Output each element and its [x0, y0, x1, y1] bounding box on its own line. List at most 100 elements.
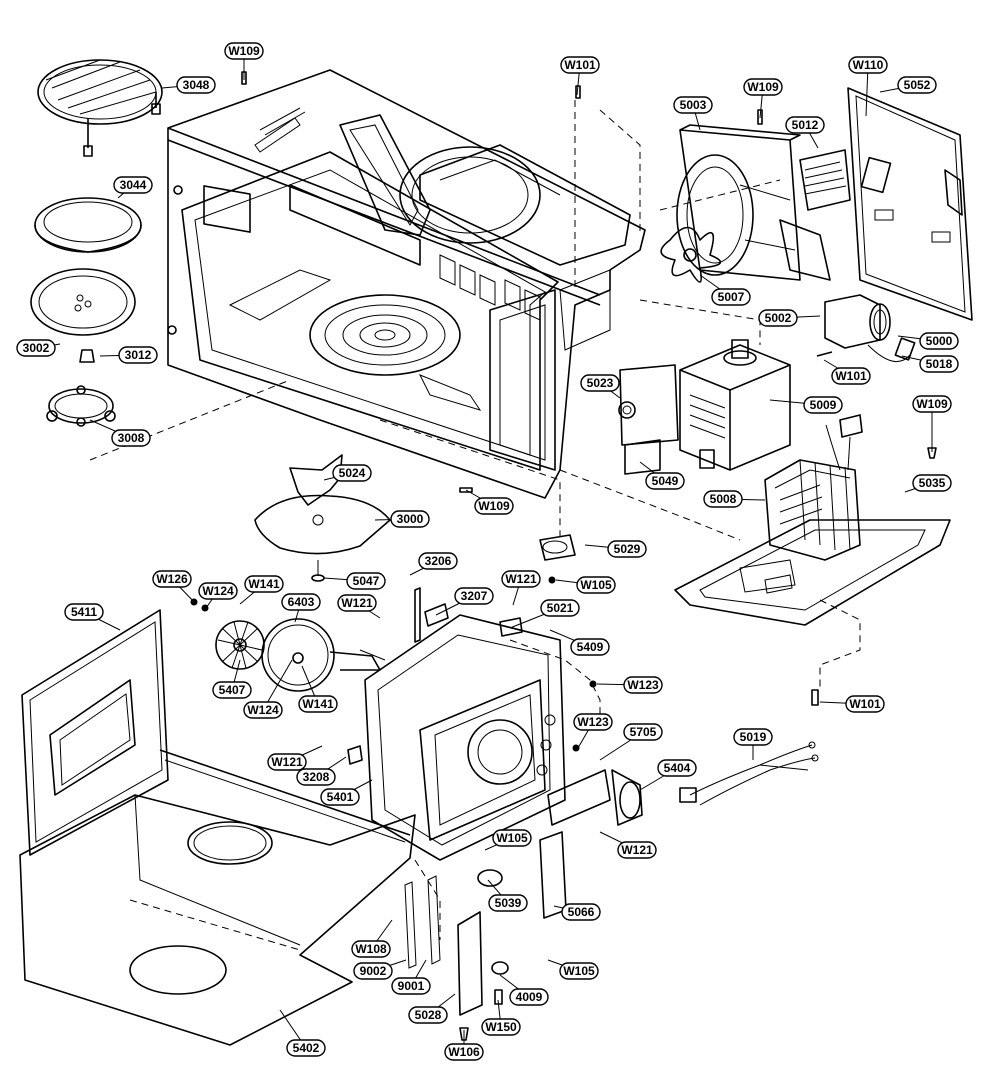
callout-w123: W123 — [573, 713, 613, 731]
callout-text: 5024 — [339, 466, 366, 480]
callout-bubble — [224, 42, 264, 60]
callout-bubble — [897, 76, 937, 94]
callout-text: 5029 — [614, 542, 641, 556]
callout-5066: 5066 — [561, 903, 601, 921]
callout-text: 5401 — [327, 790, 354, 804]
callout-bubble — [559, 962, 599, 980]
callout-text: W126 — [156, 572, 188, 586]
rack-part — [37, 59, 163, 157]
callout-text: 3206 — [425, 554, 452, 568]
callout-text: 5000 — [926, 334, 953, 348]
callout-6403: 6403 — [281, 593, 321, 611]
screws — [190, 71, 937, 1041]
callout-bubble — [561, 903, 601, 921]
callout-bubble — [64, 603, 104, 621]
callout-bubble — [703, 490, 743, 508]
callout-5052: 5052 — [897, 76, 937, 94]
callout-w150: W150 — [481, 1018, 521, 1036]
callout-text: 5705 — [630, 725, 657, 739]
callout-text: 3012 — [125, 348, 152, 362]
callout-5012: 5012 — [785, 116, 825, 134]
callout-bubble — [351, 940, 391, 958]
callout-text: 5003 — [680, 98, 707, 112]
callout-5021: 5021 — [540, 599, 580, 617]
callout-5000: 5000 — [919, 332, 959, 350]
callout-bubble — [617, 841, 657, 859]
callout-text: W109 — [916, 397, 948, 411]
callout-bubble — [570, 638, 610, 656]
assembly-lines — [89, 100, 861, 951]
callout-text: W101 — [564, 58, 596, 72]
callout-text: 5066 — [568, 905, 595, 919]
callout-w109: W109 — [224, 42, 264, 60]
callout-w109: W109 — [912, 395, 952, 413]
callout-w109: W109 — [474, 497, 514, 515]
callout-9001: 9001 — [391, 977, 431, 995]
callout-w124: W124 — [198, 582, 238, 600]
callout-bubble — [337, 594, 377, 612]
callout-bubble — [390, 510, 430, 528]
callout-5002: 5002 — [758, 309, 798, 327]
callout-3012: 3012 — [118, 346, 158, 364]
callout-5404: 5404 — [657, 759, 697, 777]
callout-text: 5007 — [718, 290, 745, 304]
callout-bubble — [454, 587, 494, 605]
callout-3207: 3207 — [454, 587, 494, 605]
callout-text: W101 — [835, 369, 867, 383]
callout-text: 5402 — [293, 1041, 320, 1055]
callout-bubble — [848, 56, 888, 74]
callout-text: 3000 — [397, 512, 424, 526]
callout-bubble — [488, 894, 528, 912]
callout-w105: W105 — [576, 576, 616, 594]
callout-bubble — [391, 977, 431, 995]
callout-bubble — [212, 681, 252, 699]
callout-bubble — [408, 1006, 448, 1024]
callout-text: 3002 — [23, 341, 50, 355]
callout-3206: 3206 — [418, 552, 458, 570]
callout-labels: W1093048W101W109W11050525003501230445007… — [16, 42, 959, 1061]
callout-bubble — [657, 759, 697, 777]
callout-w101: W101 — [831, 367, 871, 385]
callout-bubble — [16, 339, 56, 357]
callout-bubble — [711, 288, 751, 306]
callout-5047: 5047 — [346, 572, 386, 590]
callout-4009: 4009 — [509, 988, 549, 1006]
heater-housing — [364, 587, 566, 861]
callout-w101: W101 — [560, 56, 600, 74]
bottom-panel — [19, 749, 416, 1046]
callout-bubble — [623, 723, 663, 741]
callout-bubble — [919, 355, 959, 373]
callout-text: 4009 — [516, 990, 543, 1004]
callout-w110: W110 — [848, 56, 888, 74]
callout-text: 3048 — [183, 78, 210, 92]
fan-assembly — [660, 124, 851, 283]
callout-bubble — [111, 429, 151, 447]
callout-9002: 9002 — [353, 962, 393, 980]
callout-w141: W141 — [298, 695, 338, 713]
callout-3008: 3008 — [111, 429, 151, 447]
callout-bubble — [286, 1039, 326, 1057]
callout-w121: W121 — [617, 841, 657, 859]
callout-bubble — [919, 332, 959, 350]
callout-text: 3044 — [120, 178, 147, 192]
callout-text: W105 — [563, 964, 595, 978]
callout-text: W124 — [247, 703, 279, 717]
callout-bubble — [244, 575, 284, 593]
callout-bubble — [623, 676, 663, 694]
callout-text: W110 — [853, 58, 884, 72]
callout-bubble — [912, 395, 952, 413]
callout-text: W141 — [248, 577, 280, 591]
callout-3208: 3208 — [296, 768, 336, 786]
damper-motor — [816, 294, 916, 363]
callout-5028: 5028 — [408, 1006, 448, 1024]
callout-bubble — [560, 56, 600, 74]
callout-w124: W124 — [243, 701, 283, 719]
callout-text: 6403 — [288, 595, 315, 609]
callout-bubble — [912, 474, 952, 492]
callout-text: 5019 — [740, 730, 767, 744]
callout-bubble — [845, 695, 885, 713]
callout-5018: 5018 — [919, 355, 959, 373]
callout-text: W141 — [302, 697, 334, 711]
callout-text: 5404 — [664, 761, 691, 775]
